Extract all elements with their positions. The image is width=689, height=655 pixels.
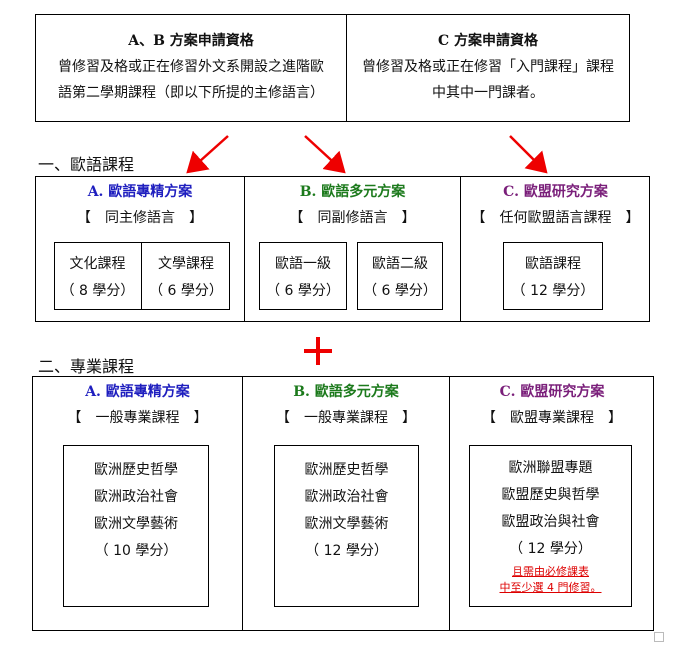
s2-c-line-2: 歐盟歷史與哲學 bbox=[501, 487, 600, 503]
corner-marker bbox=[654, 632, 664, 642]
c-qualification-title: C 方案申請資格 bbox=[437, 33, 539, 49]
s1-c-course: 歐語課程 （ 12 學分） bbox=[503, 251, 603, 305]
s2-a-line-1: 歐洲歷史哲學 bbox=[94, 462, 178, 478]
s2-c-requirement-note: 且需由必修課表 中至少選 4 門修習。 bbox=[469, 564, 632, 596]
s2-a-line-2: 歐洲政治社會 bbox=[94, 489, 178, 505]
s2-c-line-1: 歐洲聯盟專題 bbox=[508, 460, 593, 476]
s2-c-title: C. 歐盟研究方案 bbox=[499, 384, 605, 400]
arrow-icon-c bbox=[509, 135, 548, 174]
s2-a-course-list: 歐洲歷史哲學 歐洲政治社會 歐洲文學藝術 （ 10 學分） bbox=[63, 457, 209, 565]
s2-a-title: A. 歐語專精方案 bbox=[85, 384, 190, 400]
s1-c-subtitle: 【 任何歐盟語言課程 】 bbox=[471, 210, 640, 226]
plus-icon bbox=[304, 337, 332, 365]
s1-a-course-2-name: 文學課程 bbox=[158, 256, 214, 272]
s2-b-line-3: 歐洲文學藝術 bbox=[304, 516, 389, 532]
s2-c-credits: （ 12 學分） bbox=[509, 541, 592, 557]
ab-qualification-line1: 曾修習及格或正在修習外文系開設之進階歐 bbox=[58, 59, 324, 75]
s2-b-title: B. 歐語多元方案 bbox=[293, 384, 399, 400]
s1-a-course-box bbox=[54, 242, 230, 310]
section1-divider-2 bbox=[460, 176, 461, 322]
s1-a-course-2: 文學課程 （ 6 學分） bbox=[142, 251, 230, 305]
s1-a-course-1-name: 文化課程 bbox=[69, 256, 126, 272]
s2-b-line-2: 歐洲政治社會 bbox=[304, 489, 389, 505]
section2-table bbox=[32, 376, 654, 631]
s1-c-title: C. 歐盟研究方案 bbox=[503, 184, 608, 200]
s1-c-course-box bbox=[503, 242, 603, 310]
s2-b-course-list: 歐洲歷史哲學 歐洲政治社會 歐洲文學藝術 （ 12 學分） bbox=[274, 457, 419, 565]
s1-a-course-1-credits: （ 8 學分） bbox=[60, 283, 135, 299]
section2-divider-1 bbox=[242, 376, 243, 631]
s1-b-subtitle: 【 同副修語言 】 bbox=[289, 210, 416, 226]
s2-c-note-line-1: 且需由必修課表 bbox=[512, 565, 589, 578]
s1-b-title: B. 歐語多元方案 bbox=[299, 184, 406, 200]
s1-c-course-credits: （ 12 學分） bbox=[511, 283, 595, 299]
arrow-icon-a bbox=[186, 135, 229, 174]
s1-a-title: A. 歐語專精方案 bbox=[87, 184, 193, 200]
section1-divider-1 bbox=[244, 176, 245, 322]
section1-label: 一、歐語課程 bbox=[38, 155, 135, 174]
s1-b-course-2: 歐語二級 （ 6 學分） bbox=[357, 251, 443, 305]
s1-a-course-divider bbox=[141, 242, 142, 310]
s2-c-note-line-2: 中至少選 4 門修習。 bbox=[499, 581, 602, 594]
s2-b-course-box bbox=[274, 445, 419, 607]
s1-b-course-1-credits: （ 6 學分） bbox=[266, 283, 340, 299]
s2-c-course-list: 歐洲聯盟專題 歐盟歷史與哲學 歐盟政治與社會 （ 12 學分） bbox=[469, 455, 632, 563]
s2-b-line-1: 歐洲歷史哲學 bbox=[304, 462, 389, 478]
s2-a-course-box bbox=[63, 445, 209, 607]
s2-a-line-3: 歐洲文學藝術 bbox=[94, 516, 178, 532]
c-qualification-line1: 曾修習及格或正在修習「入門課程」課程 bbox=[362, 59, 614, 75]
c-qualification-line2: 中其中一門課者。 bbox=[432, 85, 544, 101]
s1-a-course-1: 文化課程 （ 8 學分） bbox=[54, 251, 141, 305]
section2-label: 二、專業課程 bbox=[38, 357, 135, 376]
s2-b-credits: （ 12 學分） bbox=[305, 543, 388, 559]
c-qualification: C 方案申請資格 曾修習及格或正在修習「入門課程」課程 中其中一門課者。 bbox=[347, 28, 629, 106]
s1-a-subtitle: 【 同主修語言 】 bbox=[77, 210, 203, 226]
s1-c-course-name: 歐語課程 bbox=[525, 256, 581, 272]
s1-a-course-2-credits: （ 6 學分） bbox=[149, 283, 223, 299]
ab-qualification: A、B 方案申請資格 曾修習及格或正在修習外文系開設之進階歐 語第二學期課程（即… bbox=[36, 28, 346, 106]
s1-b-course-1: 歐語一級 （ 6 學分） bbox=[259, 251, 347, 305]
s1-b-course-1-name: 歐語一級 bbox=[275, 256, 331, 272]
s2-b-subtitle: 【 一般專業課程 】 bbox=[276, 410, 416, 426]
qualification-table bbox=[35, 14, 630, 122]
section2-divider-2 bbox=[449, 376, 450, 631]
ab-qualification-title: A、B 方案申請資格 bbox=[128, 33, 254, 49]
s2-a-credits: （ 10 學分） bbox=[94, 543, 178, 559]
s1-b-course-box-2 bbox=[357, 242, 443, 310]
arrow-icon-b bbox=[304, 135, 346, 174]
s1-b-course-2-name: 歐語二級 bbox=[372, 256, 428, 272]
section1-table bbox=[35, 176, 650, 322]
ab-qualification-line2: 語第二學期課程（即以下所提的主修語言） bbox=[58, 85, 324, 101]
s2-c-subtitle: 【 歐盟專業課程 】 bbox=[482, 410, 622, 426]
qualification-divider bbox=[346, 14, 347, 122]
s2-c-line-3: 歐盟政治與社會 bbox=[501, 514, 600, 530]
s2-c-course-box bbox=[469, 445, 632, 607]
arrows bbox=[186, 135, 548, 174]
s2-a-subtitle: 【 一般專業課程 】 bbox=[67, 410, 208, 426]
s1-b-course-box-1 bbox=[259, 242, 347, 310]
s1-b-course-2-credits: （ 6 學分） bbox=[363, 283, 437, 299]
